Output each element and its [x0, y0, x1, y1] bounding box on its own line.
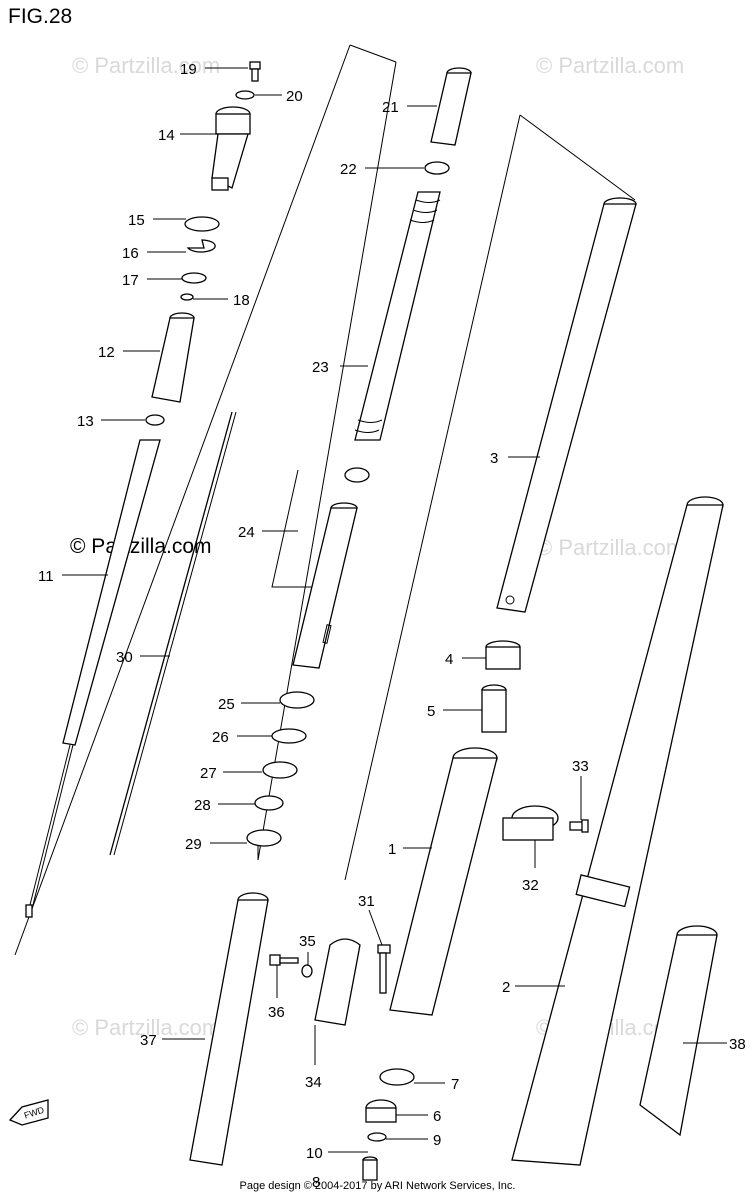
label-2[interactable]: 2 — [502, 979, 510, 996]
part-8-bolt[interactable] — [362, 1156, 378, 1181]
label-19[interactable]: 19 — [180, 61, 197, 78]
part-13-ring[interactable] — [145, 414, 165, 426]
label-30[interactable]: 30 — [116, 649, 133, 666]
footer-copyright: Page design © 2004-2017 by ARI Network S… — [239, 1180, 516, 1192]
watermark-bottom-left: © Partzilla.com — [72, 1015, 220, 1040]
part-17-washer[interactable] — [181, 272, 207, 284]
label-34[interactable]: 34 — [305, 1074, 322, 1091]
label-26[interactable]: 26 — [212, 729, 229, 746]
guide-bracket-24 — [271, 469, 312, 588]
label-22[interactable]: 22 — [340, 161, 357, 178]
label-15[interactable]: 15 — [128, 212, 145, 229]
part-37-fork-guard[interactable] — [189, 892, 269, 1166]
watermark-top-right: © Partzilla.com — [536, 53, 684, 78]
part-35-washer[interactable] — [301, 964, 313, 978]
label-13[interactable]: 13 — [77, 413, 94, 430]
part-28-washer[interactable] — [254, 795, 284, 811]
watermark-center: © Partzilla.com — [70, 535, 212, 558]
part-27-seal[interactable] — [262, 761, 298, 779]
guide-outer-tube-top — [519, 114, 636, 201]
leader-lines — [62, 67, 727, 1153]
part-2-outer-tube[interactable] — [511, 496, 724, 1166]
label-24[interactable]: 24 — [238, 524, 255, 541]
label-3[interactable]: 3 — [490, 450, 498, 467]
part-16-clip[interactable] — [186, 239, 216, 253]
label-25[interactable]: 25 — [218, 696, 235, 713]
watermark-mid-right: © Partzilla.com — [536, 535, 684, 560]
label-16[interactable]: 16 — [122, 245, 139, 262]
part-25-oil-seal[interactable] — [279, 691, 315, 709]
part-36-bolt[interactable] — [269, 954, 299, 966]
label-38[interactable]: 38 — [729, 1036, 746, 1053]
part-26-gasket[interactable] — [271, 728, 307, 744]
part-7-gasket[interactable] — [379, 1068, 415, 1086]
part-22-seat[interactable] — [424, 161, 450, 175]
assembly-guides — [14, 44, 636, 956]
label-7[interactable]: 7 — [451, 1076, 459, 1093]
part-30-rod[interactable] — [109, 411, 237, 856]
watermark-top-left: © Partzilla.com — [72, 53, 220, 78]
label-32[interactable]: 32 — [522, 877, 539, 894]
part-23-spring[interactable] — [354, 191, 441, 441]
label-18[interactable]: 18 — [233, 292, 250, 309]
part-21-bushing[interactable] — [430, 67, 472, 146]
guide-top-link — [349, 44, 397, 63]
guide-inner-assembly — [257, 61, 397, 861]
part-33-bolt[interactable] — [569, 819, 589, 833]
label-5[interactable]: 5 — [427, 703, 435, 720]
part-19-screw[interactable] — [249, 61, 261, 82]
part-9-o-ring[interactable] — [367, 1132, 387, 1142]
label-20[interactable]: 20 — [286, 88, 303, 105]
label-36[interactable]: 36 — [268, 1004, 285, 1021]
label-12[interactable]: 12 — [98, 344, 115, 361]
label-17[interactable]: 17 — [122, 272, 139, 289]
part-24-cap-ring[interactable] — [344, 467, 370, 483]
part-11-damper-rod[interactable] — [25, 439, 161, 918]
label-11[interactable]: 11 — [38, 568, 54, 585]
guide-left-assembly — [14, 44, 351, 956]
part-labels: 19 20 14 15 16 17 18 12 13 11 30 21 22 2… — [38, 61, 746, 1191]
fwd-arrow-icon: FWD — [8, 1099, 49, 1126]
label-4[interactable]: 4 — [445, 651, 453, 668]
part-31-bolt[interactable] — [377, 944, 391, 994]
part-34-guard[interactable] — [314, 938, 361, 1026]
part-29-bushing[interactable] — [246, 829, 282, 847]
part-32-clamp[interactable] — [502, 805, 559, 841]
label-23[interactable]: 23 — [312, 359, 329, 376]
part-3-inner-tube[interactable] — [496, 197, 637, 613]
label-14[interactable]: 14 — [158, 127, 175, 144]
part-24-piston-tube[interactable] — [292, 502, 358, 669]
part-14-cap-bolt[interactable] — [211, 106, 251, 191]
part-5-bushing[interactable] — [481, 684, 507, 733]
label-1[interactable]: 1 — [388, 841, 396, 858]
part-12-rod-guide[interactable] — [151, 312, 195, 403]
label-27[interactable]: 27 — [200, 765, 217, 782]
part-18-ring[interactable] — [180, 293, 194, 301]
label-37[interactable]: 37 — [140, 1032, 157, 1049]
label-10[interactable]: 10 — [306, 1145, 323, 1162]
part-4-bushing[interactable] — [485, 640, 521, 670]
label-21[interactable]: 21 — [382, 99, 399, 116]
label-28[interactable]: 28 — [194, 797, 211, 814]
label-6[interactable]: 6 — [433, 1108, 441, 1125]
label-29[interactable]: 29 — [185, 836, 202, 853]
label-31[interactable]: 31 — [358, 893, 375, 910]
part-1-outer-tube[interactable] — [389, 747, 498, 1016]
label-9[interactable]: 9 — [433, 1132, 441, 1149]
guide-outer-tube-line — [344, 114, 521, 881]
label-33[interactable]: 33 — [572, 758, 589, 775]
figure-title: FIG.28 — [8, 5, 73, 28]
part-15-o-ring[interactable] — [184, 216, 220, 232]
part-20-washer[interactable] — [235, 90, 255, 100]
label-35[interactable]: 35 — [299, 933, 316, 950]
part-38-fork-guard[interactable] — [639, 925, 718, 1137]
label-8[interactable]: 8 — [312, 1174, 320, 1191]
part-6-adjuster[interactable] — [365, 1099, 397, 1123]
